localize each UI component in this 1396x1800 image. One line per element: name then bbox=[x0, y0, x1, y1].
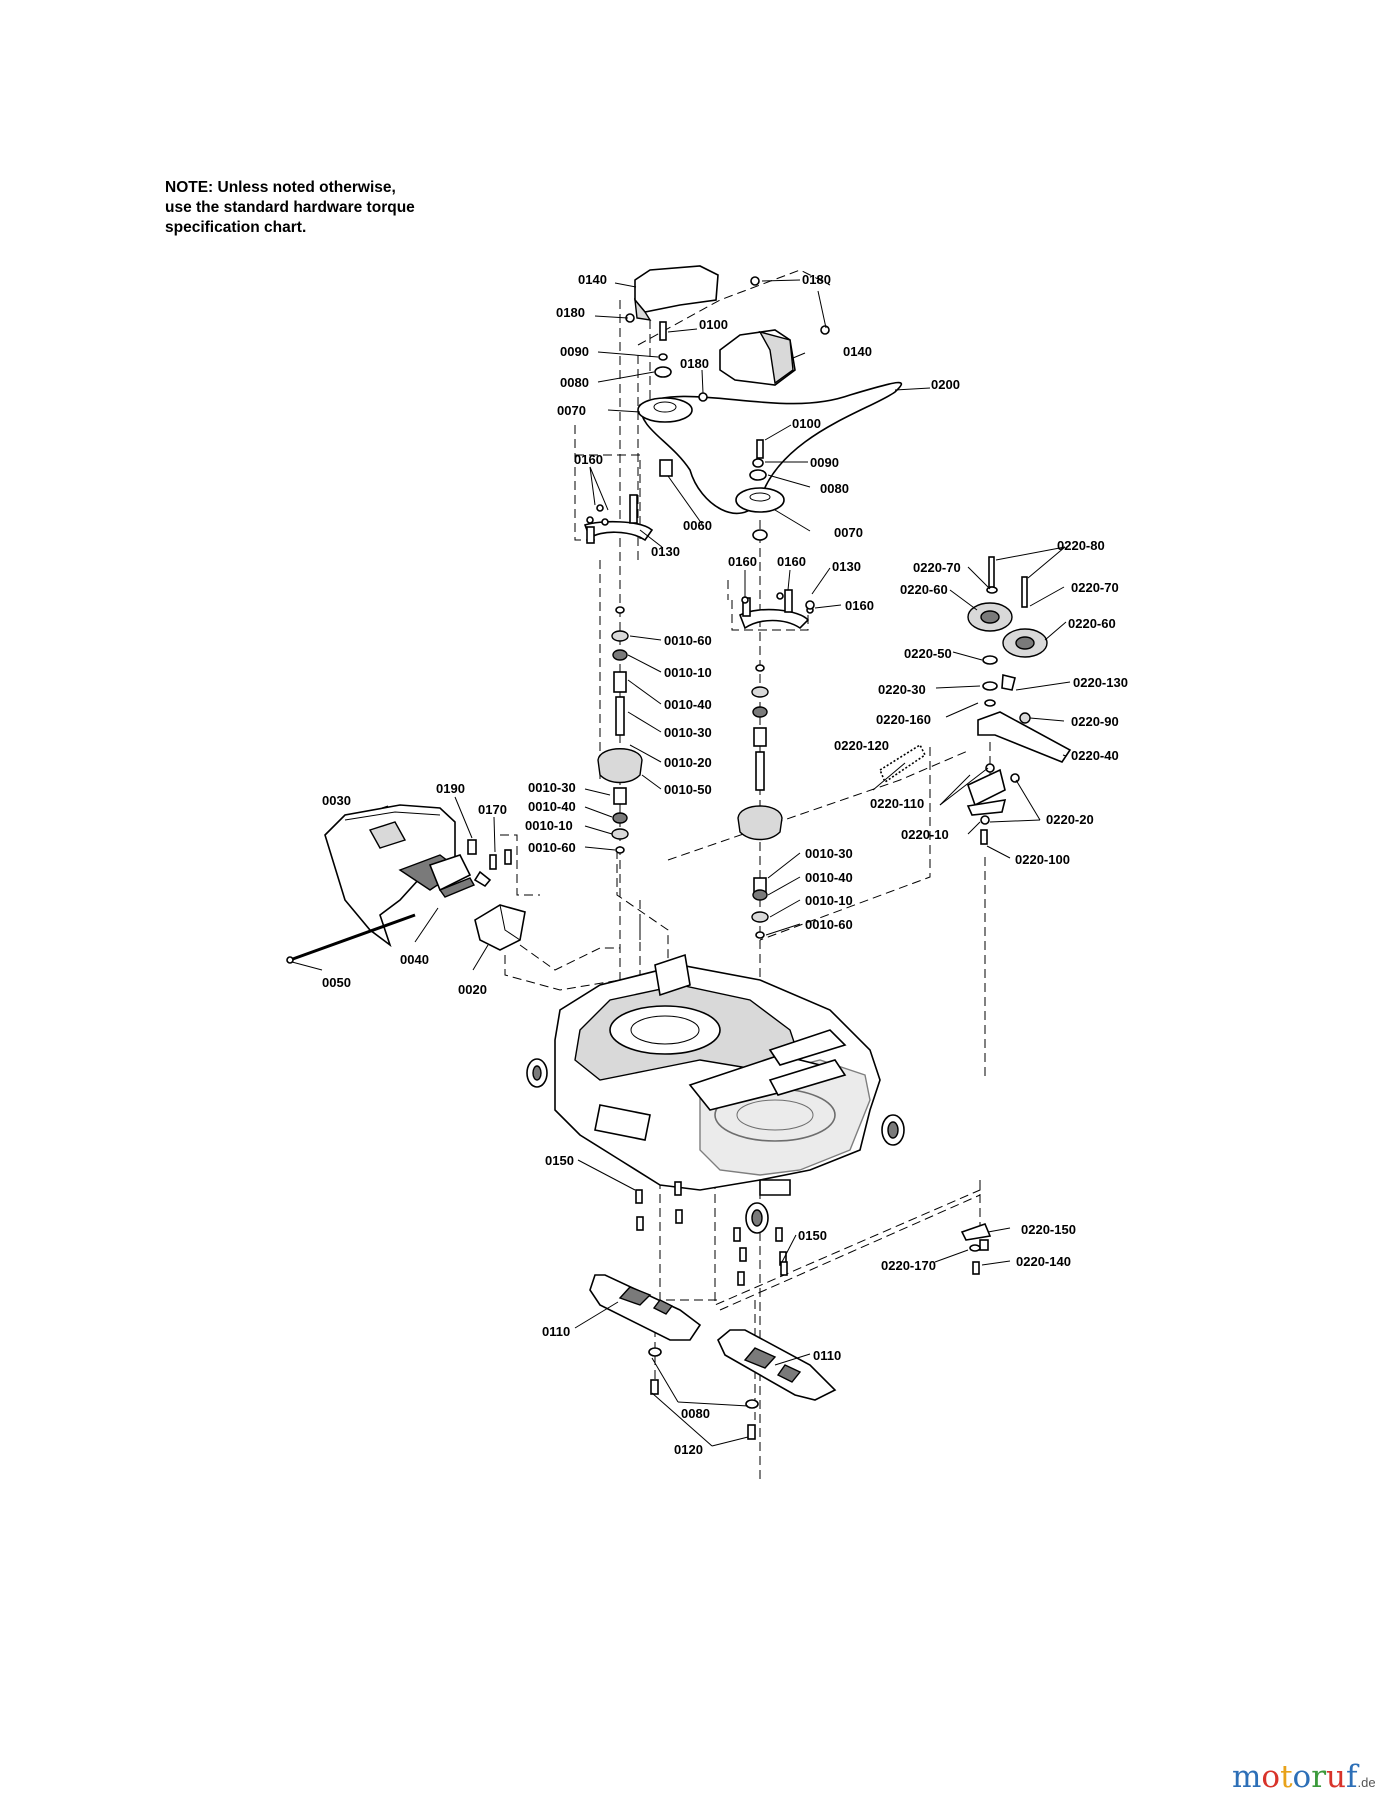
idler-assembly bbox=[879, 556, 1072, 845]
part-label: 0010-30 bbox=[664, 725, 712, 740]
part-labels: 0140 0180 0180 0100 0090 0180 0140 0080 … bbox=[322, 272, 1128, 1457]
part-label: 0220-140 bbox=[1016, 1254, 1071, 1269]
logo-domain: .de bbox=[1357, 1775, 1376, 1790]
part-label: 0100 bbox=[792, 416, 821, 431]
part-label: 0110 bbox=[813, 1348, 841, 1363]
spindle-brackets bbox=[583, 494, 814, 630]
part-label: 0100 bbox=[699, 317, 728, 332]
logo-letter: f bbox=[1346, 1759, 1358, 1795]
part-label: 0220-90 bbox=[1071, 714, 1119, 729]
part-label: 0010-60 bbox=[664, 633, 712, 648]
part-label: 0130 bbox=[651, 544, 680, 559]
part-label: 0200 bbox=[931, 377, 960, 392]
logo-letter: u bbox=[1326, 1759, 1347, 1795]
drive-belt bbox=[639, 381, 903, 514]
logo-letter: t bbox=[1280, 1759, 1293, 1795]
part-label: 0160 bbox=[728, 554, 757, 569]
part-label: 0220-160 bbox=[876, 712, 931, 727]
logo-letter: o bbox=[1261, 1759, 1281, 1795]
hardware bbox=[625, 276, 992, 1275]
logo-letter: r bbox=[1311, 1759, 1327, 1795]
part-label: 0010-60 bbox=[805, 917, 853, 932]
discharge-chute bbox=[286, 804, 526, 964]
part-label: 0140 bbox=[578, 272, 607, 287]
part-label: 0120 bbox=[674, 1442, 703, 1457]
motoruf-logo: motoruf.de bbox=[1232, 1759, 1376, 1795]
part-label: 0010-40 bbox=[528, 799, 576, 814]
diagram-note: NOTE: Unless noted otherwise, use the st… bbox=[165, 178, 465, 238]
note-line-2: use the standard hardware torque bbox=[165, 199, 415, 216]
part-label: 0220-10 bbox=[901, 827, 949, 842]
part-label: 0010-30 bbox=[805, 846, 853, 861]
part-label: 0160 bbox=[777, 554, 806, 569]
part-label: 0050 bbox=[322, 975, 351, 990]
part-label: 0010-40 bbox=[664, 697, 712, 712]
part-label: 0220-110 bbox=[870, 796, 924, 811]
part-label: 0220-50 bbox=[904, 646, 952, 661]
part-label: 0080 bbox=[560, 375, 589, 390]
part-label: 0140 bbox=[843, 344, 872, 359]
part-label: 0220-170 bbox=[881, 1258, 936, 1273]
part-label: 0010-10 bbox=[525, 818, 573, 833]
spindle-right bbox=[737, 664, 783, 939]
part-label: 0020 bbox=[458, 982, 487, 997]
mower-deck bbox=[526, 953, 905, 1286]
part-label: 0130 bbox=[832, 559, 861, 574]
part-label: 0220-120 bbox=[834, 738, 889, 753]
part-label: 0010-20 bbox=[664, 755, 712, 770]
part-label: 0160 bbox=[574, 452, 603, 467]
part-label: 0080 bbox=[681, 1406, 710, 1421]
part-label: 0070 bbox=[557, 403, 586, 418]
part-label: 0060 bbox=[683, 518, 712, 533]
pulley-left bbox=[637, 397, 693, 477]
logo-letter: o bbox=[1292, 1759, 1312, 1795]
part-label: 0220-80 bbox=[1057, 538, 1105, 553]
part-label: 0220-60 bbox=[1068, 616, 1116, 631]
part-label: 0010-50 bbox=[664, 782, 712, 797]
part-label: 0180 bbox=[802, 272, 831, 287]
note-line-1: NOTE: Unless noted otherwise, bbox=[165, 179, 396, 196]
part-label: 0220-100 bbox=[1015, 852, 1070, 867]
belt-covers bbox=[634, 265, 796, 386]
note-line-3: specification chart. bbox=[165, 219, 307, 236]
part-label: 0080 bbox=[820, 481, 849, 496]
leader-lines bbox=[291, 279, 1071, 1447]
part-label: 0070 bbox=[834, 525, 863, 540]
part-label: 0150 bbox=[798, 1228, 827, 1243]
part-label: 0170 bbox=[478, 802, 507, 817]
part-label: 0010-10 bbox=[805, 893, 853, 908]
part-label: 0220-40 bbox=[1071, 748, 1119, 763]
part-label: 0220-60 bbox=[900, 582, 948, 597]
part-label: 0040 bbox=[400, 952, 429, 967]
part-label: 0190 bbox=[436, 781, 465, 796]
part-label: 0010-30 bbox=[528, 780, 576, 795]
part-label: 0150 bbox=[545, 1153, 574, 1168]
pulley-right bbox=[735, 487, 785, 541]
part-label: 0220-70 bbox=[1071, 580, 1119, 595]
part-label: 0090 bbox=[810, 455, 839, 470]
part-label: 0180 bbox=[556, 305, 585, 320]
part-label: 0220-130 bbox=[1073, 675, 1128, 690]
part-label: 0180 bbox=[680, 356, 709, 371]
part-label: 0220-30 bbox=[878, 682, 926, 697]
part-label: 0010-10 bbox=[664, 665, 712, 680]
part-label: 0010-40 bbox=[805, 870, 853, 885]
part-label: 0110 bbox=[542, 1324, 570, 1339]
part-label: 0220-70 bbox=[913, 560, 961, 575]
part-label: 0030 bbox=[322, 793, 351, 808]
part-label: 0010-60 bbox=[528, 840, 576, 855]
logo-letter: m bbox=[1232, 1759, 1262, 1795]
spindle-left bbox=[597, 606, 643, 854]
part-label: 0090 bbox=[560, 344, 589, 359]
part-label: 0160 bbox=[845, 598, 874, 613]
part-label: 0220-150 bbox=[1021, 1222, 1076, 1237]
part-label: 0220-20 bbox=[1046, 812, 1094, 827]
